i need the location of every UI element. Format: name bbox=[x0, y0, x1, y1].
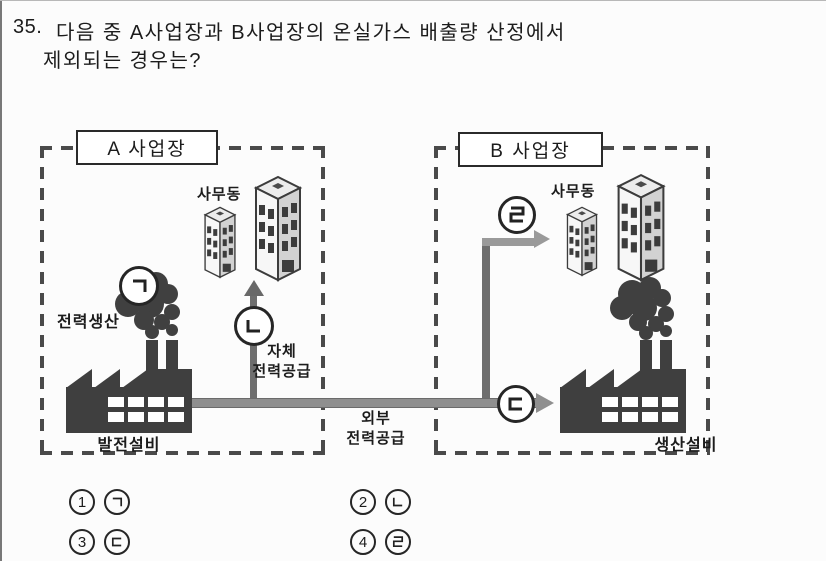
self-supply-label-line1: 자체 bbox=[267, 343, 297, 360]
site-b-border-left bbox=[434, 146, 438, 455]
site-a-facility-label: 발전설비 bbox=[97, 437, 161, 454]
jamo-giyeok-icon bbox=[133, 279, 147, 292]
smoke-icon bbox=[610, 277, 674, 340]
page-border-left bbox=[0, 0, 2, 561]
option-4-number-circle: 4 bbox=[350, 529, 376, 555]
option-2-jamo-circle bbox=[385, 489, 411, 515]
option-2-number-circle: 2 bbox=[350, 489, 376, 515]
external-supply-label-line2: 전력공급 bbox=[346, 430, 406, 447]
option-2[interactable]: 2 bbox=[350, 489, 411, 515]
site-b-office-supply-line-vertical bbox=[482, 240, 490, 398]
option-3-number: 3 bbox=[77, 533, 87, 551]
site-a-border-right bbox=[321, 146, 325, 455]
option-3-number-circle: 3 bbox=[69, 529, 95, 555]
marker-circle-digeut bbox=[497, 385, 535, 423]
site-a-title-box: A 사업장 bbox=[76, 130, 218, 165]
external-power-line bbox=[192, 398, 538, 408]
question-text-line2: 제외되는 경우는? bbox=[43, 50, 202, 72]
external-supply-label: 외부 전력공급 bbox=[336, 409, 416, 449]
option-4[interactable]: 4 bbox=[350, 529, 411, 555]
option-3-jamo-circle bbox=[104, 529, 130, 555]
power-production-label: 전력생산 bbox=[57, 314, 120, 331]
marker-circle-giyeok bbox=[119, 266, 159, 306]
external-supply-label-line1: 외부 bbox=[361, 410, 391, 427]
site-b-title: B 사업장 bbox=[490, 141, 571, 162]
self-supply-label: 자체 전력공급 bbox=[240, 342, 324, 382]
option-1-jamo-circle bbox=[104, 489, 130, 515]
option-1[interactable]: 1 bbox=[69, 489, 130, 515]
option-2-number: 2 bbox=[358, 493, 368, 511]
jamo-digeut-icon bbox=[111, 537, 122, 547]
jamo-giyeok-icon bbox=[112, 497, 123, 507]
self-supply-line bbox=[250, 294, 257, 398]
question-number: 35. bbox=[13, 16, 43, 38]
jamo-digeut-icon bbox=[508, 397, 522, 411]
option-4-number: 4 bbox=[358, 533, 368, 551]
option-4-jamo-circle bbox=[385, 529, 411, 555]
jamo-nieun-icon bbox=[392, 497, 403, 507]
marker-circle-nieun bbox=[234, 306, 274, 346]
jamo-nieun-icon bbox=[246, 320, 260, 333]
office-building-icon bbox=[253, 175, 303, 282]
site-b-border-right bbox=[706, 146, 710, 455]
option-1-number-circle: 1 bbox=[69, 489, 95, 515]
option-3[interactable]: 3 bbox=[69, 529, 130, 555]
site-b-office-supply-line-horizontal bbox=[482, 238, 536, 246]
site-b-title-box: B 사업장 bbox=[458, 132, 603, 167]
site-a-office-label: 사무동 bbox=[197, 186, 242, 203]
site-b-office-supply-arrow-icon bbox=[534, 230, 550, 248]
site-b-office-label: 사무동 bbox=[551, 183, 596, 200]
external-power-arrow-icon bbox=[536, 393, 554, 413]
site-a-title: A 사업장 bbox=[107, 139, 187, 160]
option-1-number: 1 bbox=[77, 493, 87, 511]
marker-circle-rieul bbox=[498, 196, 536, 234]
site-b-border-bottom bbox=[434, 451, 710, 455]
site-b-facility-label: 생산설비 bbox=[654, 437, 718, 454]
jamo-rieul-icon bbox=[392, 536, 404, 548]
page-border-top bbox=[0, 0, 826, 1]
factory-icon bbox=[560, 277, 686, 433]
office-building-icon bbox=[565, 206, 599, 277]
site-a-border-left bbox=[40, 146, 44, 455]
site-a-border-bottom bbox=[40, 451, 325, 455]
question-text-line1: 다음 중 A사업장과 B사업장의 온실가스 배출량 산정에서 bbox=[56, 22, 566, 44]
office-building-icon bbox=[203, 206, 237, 279]
self-supply-label-line2: 전력공급 bbox=[252, 363, 312, 380]
jamo-rieul-icon bbox=[509, 206, 525, 223]
office-building-icon bbox=[616, 173, 666, 282]
self-supply-arrow-icon bbox=[244, 280, 264, 296]
